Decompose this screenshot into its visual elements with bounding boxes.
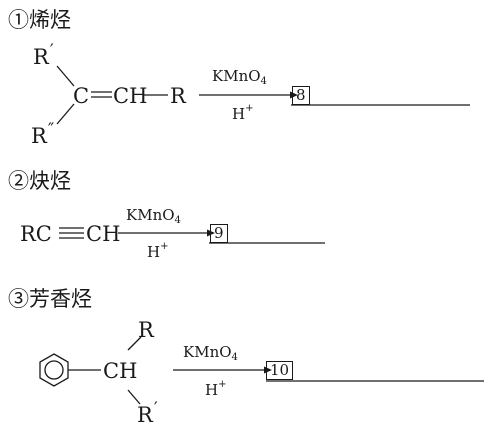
alkyne-reagent: KMnO4 [126,206,181,226]
alkyne-reagent-sub: 4 [174,215,181,226]
aromatic-condition-text: H [205,381,219,399]
alkene-ch: CH [113,84,148,108]
answer-blank-aromatic[interactable]: 10 [266,360,294,380]
arrow-head-alkyne [207,229,215,237]
aromatic-condition-sup: + [218,379,227,390]
benzene-circle [44,360,64,380]
aromatic-r-bottom-mark: ′ [153,399,158,419]
bond-ch-rbottom [127,389,141,405]
aromatic-reagent-sub: 4 [231,352,238,363]
bond-rtop-c [56,65,75,87]
heading-aromatic: ③芳香烃 [8,287,92,311]
alkene-r-bottom-letter: R [31,124,47,148]
bond-c-rbottom [56,103,75,125]
alkene-reagent-sub: 4 [260,76,267,87]
aromatic-reagent-text: KMnO [183,343,232,361]
alkyne-condition-sup: + [160,241,169,252]
heading-alkyne: ②炔烃 [8,169,71,193]
alkyne-ch: CH [86,222,121,246]
alkene-r-bottom: R″ [31,120,54,148]
blank-number-10: 10 [266,361,294,380]
alkene-r-top-letter: R [33,45,49,69]
aromatic-condition: H+ [205,379,226,399]
alkene-r-top: R′ [33,41,54,69]
bond-ch-rtop [127,336,142,351]
alkene-r-top-mark: ′ [49,41,54,61]
alkene-main-carbon: C [73,84,90,108]
alkene-r-bottom-mark: ″ [47,120,55,140]
alkyne-reagent-text: KMnO [126,206,175,224]
alkene-reagent: KMnO4 [212,67,267,87]
aromatic-r-top: R [138,318,154,342]
benzene-ring [39,353,69,387]
alkene-condition-sup: + [245,103,254,114]
alkyne-condition-text: H [147,243,161,261]
alkene-condition: H+ [232,103,253,123]
aromatic-r-bottom-letter: R [137,403,153,427]
alkyne-rc: RC [20,222,52,246]
alkyne-condition: H+ [147,241,168,261]
alkene-r-right: R [170,84,186,108]
blank-number-9: 9 [210,224,228,243]
aromatic-r-bottom: R′ [137,399,158,427]
aromatic-reagent: KMnO4 [183,343,238,363]
answer-blank-alkene[interactable]: 8 [292,85,310,105]
alkene-reagent-text: KMnO [212,67,261,85]
aromatic-ch: CH [103,359,138,383]
heading-alkene: ①烯烃 [8,8,71,32]
alkene-condition-text: H [232,105,246,123]
answer-blank-alkyne[interactable]: 9 [210,223,228,243]
blank-number-8: 8 [292,86,310,105]
